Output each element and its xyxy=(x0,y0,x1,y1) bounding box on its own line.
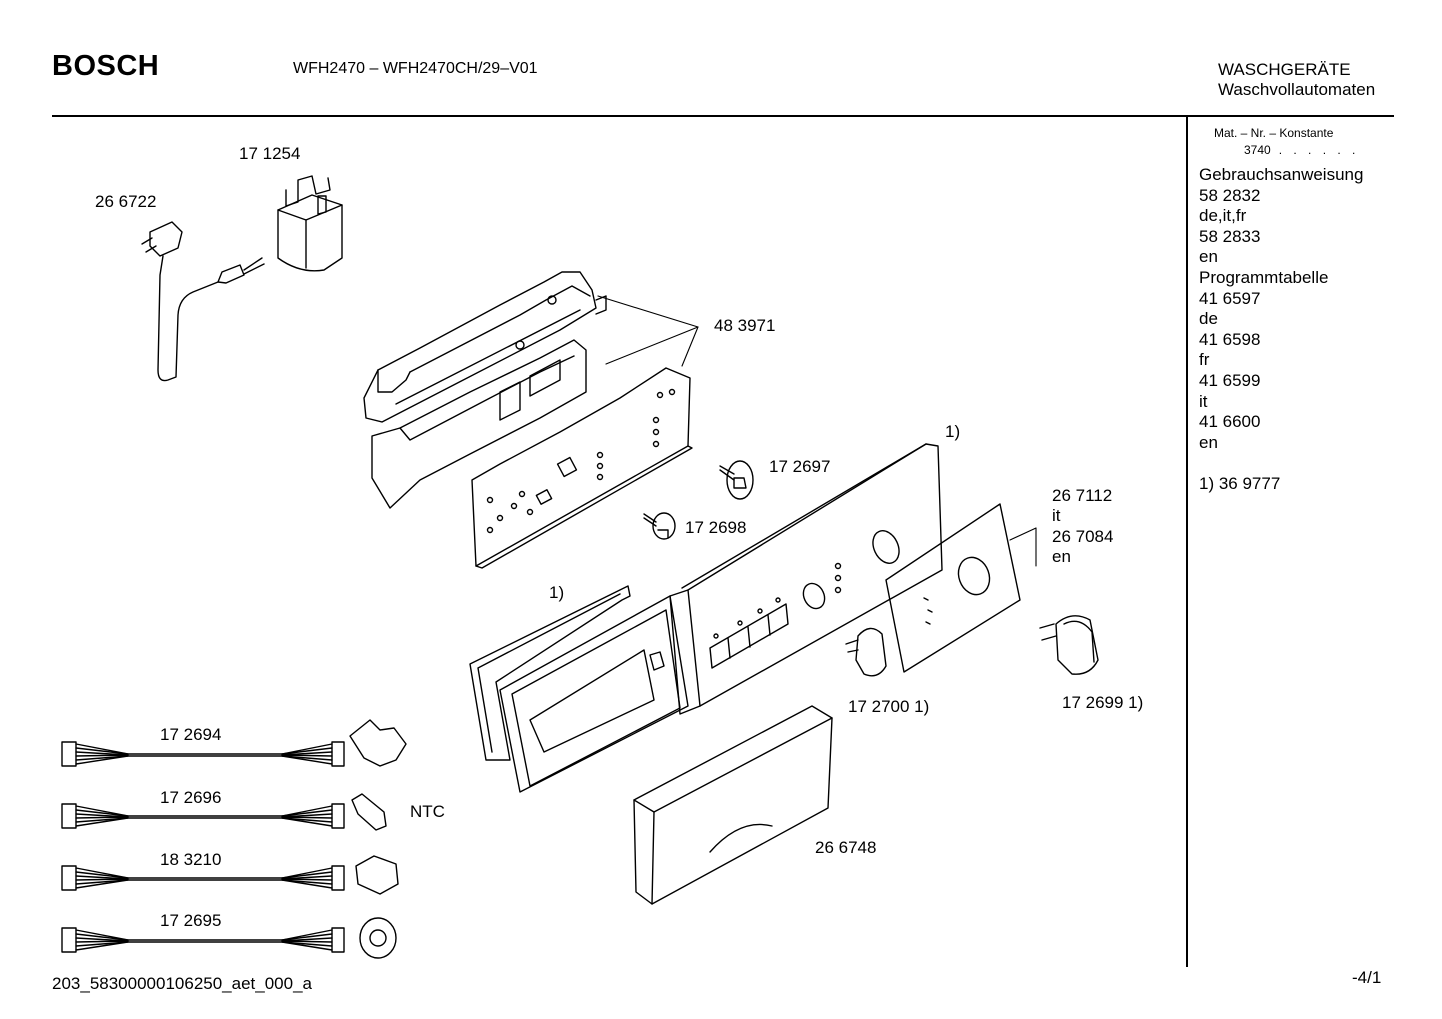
label-ntc: NTC xyxy=(410,802,445,821)
control-board-drawing xyxy=(471,367,693,569)
label-267112-lang: it xyxy=(1052,506,1061,525)
spindle-17-2698-drawing xyxy=(643,512,676,540)
material-number-value: 3740. . . . . . xyxy=(1244,143,1360,157)
label-267112: 26 7112 xyxy=(1052,486,1113,505)
doc-line: de,it,fr xyxy=(1199,206,1247,226)
brand-logo: BOSCH xyxy=(52,50,160,82)
label-172694: 17 2694 xyxy=(160,725,222,744)
doc-line: 41 6599 xyxy=(1199,370,1261,390)
label-483971: 48 3971 xyxy=(714,316,776,335)
doc-line: fr xyxy=(1199,350,1210,370)
doc-line: 58 2833 xyxy=(1199,226,1261,246)
doc-line: Gebrauchsanweisung xyxy=(1199,165,1364,184)
label-267084: 26 7084 xyxy=(1052,527,1114,546)
label-172695: 17 2695 xyxy=(160,911,222,930)
doc-line: Programmtabelle xyxy=(1199,267,1329,287)
category-subtitle: Waschvollautomaten xyxy=(1218,80,1376,99)
doc-line: de xyxy=(1199,309,1218,329)
electronics-housing-drawing xyxy=(363,271,607,509)
drawer-handle-frame-drawing xyxy=(469,585,689,793)
sidebar-divider xyxy=(1186,117,1188,967)
footnote-marker-gasket: 1) xyxy=(549,583,565,602)
harness-17-2696-drawing xyxy=(61,793,387,831)
doc-line: 1) 36 9777 xyxy=(1199,473,1281,493)
drawer-front-drawing xyxy=(633,705,833,905)
leader-lines-267112 xyxy=(1009,527,1037,567)
header-divider xyxy=(52,115,1394,117)
label-171254: 17 1254 xyxy=(239,144,301,163)
spindle-17-2697-drawing xyxy=(719,460,754,500)
drawing-file-id: 203_58300000106250_aet_000_a xyxy=(52,974,312,993)
label-172700: 17 2700 1) xyxy=(848,697,930,716)
power-cord-drawing xyxy=(141,221,265,382)
page-number: -4/1 xyxy=(1352,968,1382,987)
model-number: WFH2470 – WFH2470CH/29–V01 xyxy=(293,60,538,77)
knob-17-2700-drawing xyxy=(845,627,887,677)
label-172696: 17 2696 xyxy=(160,788,222,807)
footnote-marker-panel: 1) xyxy=(945,422,961,441)
doc-line: 58 2832 xyxy=(1199,185,1261,205)
harness-17-2695-drawing xyxy=(61,917,397,959)
doc-line: it xyxy=(1199,391,1208,411)
doc-line: 41 6600 xyxy=(1199,412,1261,432)
label-266722: 26 6722 xyxy=(95,192,157,211)
label-172698: 17 2698 xyxy=(685,518,747,537)
label-172697: 17 2697 xyxy=(769,457,831,476)
knob-17-2699-drawing xyxy=(1039,615,1099,675)
harness-18-3210-drawing xyxy=(61,855,399,895)
doc-line: en xyxy=(1199,247,1218,267)
category-title: WASCHGERÄTE xyxy=(1218,60,1351,79)
label-172699: 17 2699 1) xyxy=(1062,693,1144,712)
interference-filter-drawing xyxy=(277,175,343,272)
label-183210: 18 3210 xyxy=(160,850,222,869)
doc-line: 41 6598 xyxy=(1199,329,1261,349)
control-panel-drawing xyxy=(669,443,943,715)
material-number-label: Mat. – Nr. – Konstante xyxy=(1214,126,1334,140)
label-266748: 26 6748 xyxy=(815,838,877,857)
doc-line: 41 6597 xyxy=(1199,288,1261,308)
label-267084-lang: en xyxy=(1052,547,1071,566)
doc-line: en xyxy=(1199,432,1218,452)
leader-lines-483971 xyxy=(597,295,699,367)
documentation-list: Gebrauchsanweisung 58 2832 de,it,fr 58 2… xyxy=(1199,165,1363,495)
selector-plate-drawing xyxy=(885,503,1021,673)
harness-17-2694-drawing xyxy=(61,719,407,767)
